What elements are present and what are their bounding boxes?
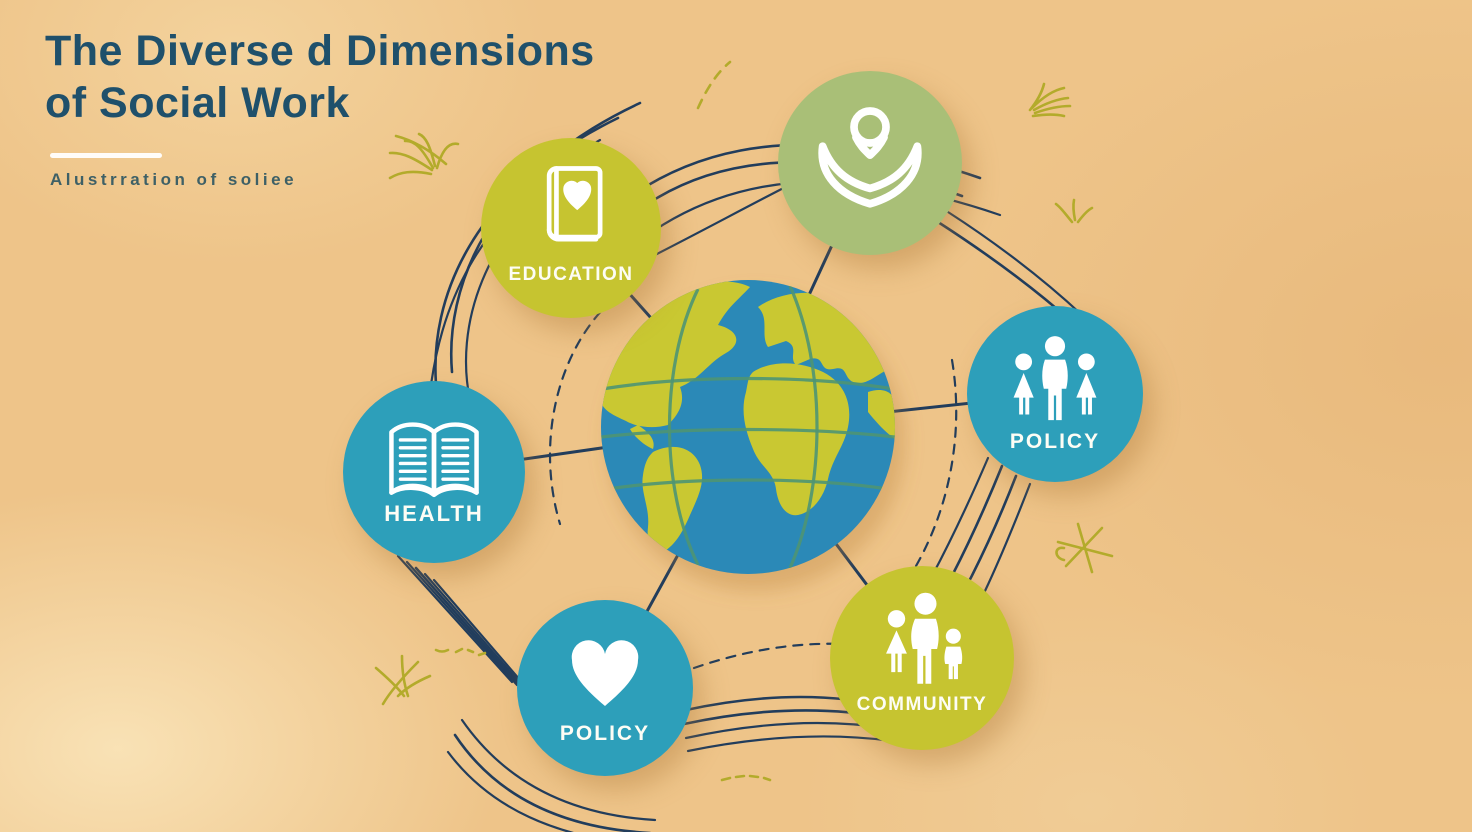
dimension-label: POLICY <box>1009 430 1101 453</box>
dimension-label: HEALTH <box>384 501 484 526</box>
sparkle-doodles <box>374 60 1114 782</box>
family-icon <box>1013 336 1097 421</box>
dimension-label: COMMUNITY <box>856 694 988 715</box>
dimension-label: EDUCATION <box>508 264 634 285</box>
dimension-circle-community: COMMUNITY <box>830 566 1014 750</box>
heart-icon <box>571 640 639 706</box>
globe-gridlines <box>601 285 895 569</box>
title-line-2: of Social Work <box>45 78 350 127</box>
title-divider <box>50 153 162 159</box>
dimension-circle-policy-bottom: POLICY <box>517 600 693 776</box>
book-heart-icon <box>546 166 603 242</box>
dimension-circle-care <box>778 71 962 255</box>
dimension-circle-policy-right: POLICY <box>967 306 1143 482</box>
title-line-1: The Diverse d Dimensions <box>45 27 595 75</box>
globe <box>601 280 905 591</box>
page-title: The Diverse d Dimensions of Social Work <box>45 26 595 129</box>
dimension-label: POLICY <box>559 722 651 745</box>
dimension-circle-education: EDUCATION <box>481 138 661 318</box>
dimension-circle-health: HEALTH <box>343 381 525 563</box>
open-book-icon <box>389 422 479 498</box>
family-group-icon <box>886 592 963 684</box>
title-block: The Diverse d Dimensions of Social Work … <box>45 26 595 190</box>
hands-care-icon <box>818 107 922 208</box>
subtitle: Alustrration of soliee <box>50 170 298 190</box>
